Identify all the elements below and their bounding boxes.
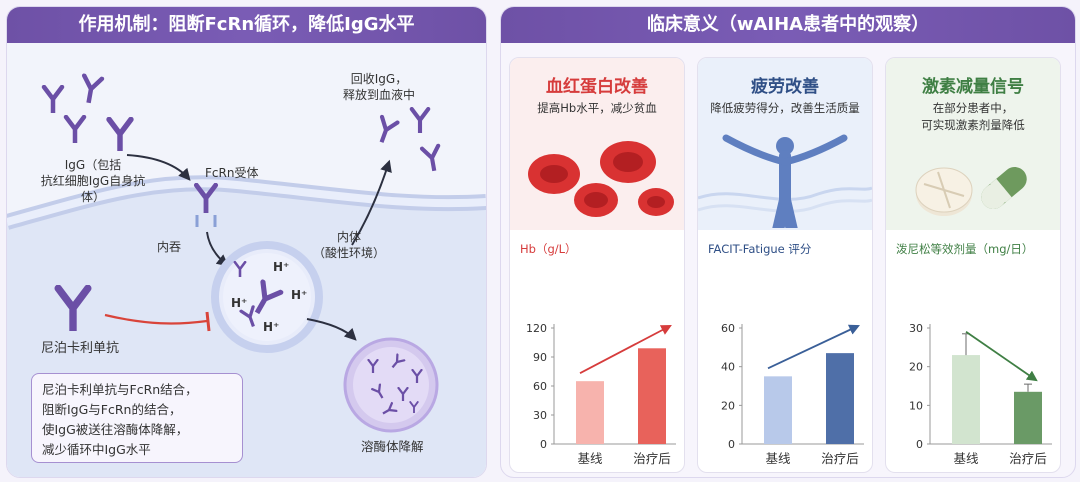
note-line: 减少循环中IgG水平 bbox=[42, 442, 151, 457]
endocytosis-label: 内吞 bbox=[157, 240, 182, 254]
fatigue-chart: 0 20 40 60 基线 治疗后 bbox=[721, 322, 864, 466]
person-arms-open-illustration bbox=[698, 134, 872, 228]
y-tick-label: 60 bbox=[533, 380, 547, 393]
card-subtitle-line: 可实现激素剂量降低 bbox=[921, 118, 1025, 132]
clinical-panel: 临床意义（wAIHA患者中的观察） 血红蛋白改善 提高Hb水平，减少贫血 Hb（… bbox=[500, 6, 1076, 478]
card-subtitle: 降低疲劳得分，改善生活质量 bbox=[698, 100, 872, 117]
y-axis-label: 泼尼松等效剂量（mg/日） bbox=[896, 242, 1034, 256]
card-illustration-area bbox=[886, 58, 1060, 230]
lysosome bbox=[343, 337, 439, 433]
trend-arrow bbox=[767, 324, 860, 370]
recycle-label: 回收IgG， 释放到血液中 bbox=[343, 71, 415, 103]
endosome-label: 内体 （酸性环境） bbox=[313, 229, 385, 261]
y-tick-label: 0 bbox=[728, 438, 735, 451]
capsule-icon bbox=[981, 167, 1027, 209]
igg-label-line-1: IgG（包括 bbox=[64, 158, 122, 172]
y-tick-label: 20 bbox=[721, 399, 735, 412]
bar bbox=[1014, 391, 1042, 444]
y-tick-label: 0 bbox=[916, 438, 923, 451]
y-axis-label: Hb（g/L） bbox=[520, 242, 577, 256]
card-title: 激素减量信号 bbox=[922, 77, 1024, 97]
fcrn-label: FcRn受体 bbox=[205, 166, 259, 180]
x-tick-label: 治疗后 bbox=[821, 451, 859, 466]
endosome-label-line-1: 内体 bbox=[337, 230, 362, 244]
proton-label: H⁺ bbox=[263, 320, 280, 334]
degradation-arrow bbox=[306, 318, 357, 341]
y-tick-label: 0 bbox=[540, 438, 547, 451]
recycle-label-line-1: 回收IgG， bbox=[350, 72, 408, 86]
fcrn-receptor bbox=[196, 185, 215, 227]
bar bbox=[576, 381, 604, 444]
y-tick-label: 30 bbox=[533, 409, 547, 422]
endosome-label-line-2: （酸性环境） bbox=[313, 246, 386, 260]
y-tick-label: 10 bbox=[909, 399, 923, 412]
bar bbox=[952, 355, 980, 444]
note-line: 尼泊卡利单抗与FcRn结合， bbox=[42, 382, 198, 397]
mechanism-panel: 作用机制：阻断FcRn循环，降低IgG水平 bbox=[6, 6, 487, 478]
y-tick-label: 30 bbox=[909, 322, 923, 335]
red-blood-cell-icon bbox=[574, 183, 618, 217]
hemoglobin-chart: 0 30 60 90 120 基线 治疗后 bbox=[526, 322, 676, 466]
card-fatigue: 疲劳改善 降低疲劳得分，改善生活质量 FACIT-Fatigue 评分 0 20 4… bbox=[697, 57, 873, 473]
bar bbox=[826, 353, 854, 444]
card-hemoglobin: 血红蛋白改善 提高Hb水平，减少贫血 Hb（g/L） 0 30 60 90 120 基线 治… bbox=[509, 57, 685, 473]
person-icon bbox=[722, 134, 848, 228]
drug-label: 尼泊卡利单抗 bbox=[41, 341, 120, 356]
y-tick-label: 120 bbox=[526, 322, 547, 335]
binding-arrow bbox=[126, 154, 191, 181]
igg-label: IgG（包括 抗红细胞IgG自身抗体） bbox=[33, 157, 153, 205]
x-tick-label: 治疗后 bbox=[633, 451, 671, 466]
mechanism-note: 尼泊卡利单抗与FcRn结合， 阻断IgG与FcRn的结合， 使IgG被送往溶酶体… bbox=[31, 373, 243, 463]
igg-label-line-2: 抗红细胞IgG自身抗体） bbox=[40, 174, 146, 204]
x-tick-label: 治疗后 bbox=[1009, 451, 1047, 466]
proton-label: H⁺ bbox=[231, 296, 248, 310]
bar bbox=[638, 348, 666, 444]
card-subtitle-line: 降低疲劳得分，改善生活质量 bbox=[710, 101, 860, 115]
proton-label: H⁺ bbox=[273, 260, 290, 274]
proton-label: H⁺ bbox=[291, 288, 308, 302]
cell-membrane bbox=[7, 175, 486, 230]
card-subtitle: 提高Hb水平，减少贫血 bbox=[510, 100, 684, 117]
wave-line bbox=[698, 186, 872, 201]
card-title: 血红蛋白改善 bbox=[546, 77, 648, 97]
red-blood-cell-icon bbox=[600, 141, 656, 183]
y-tick-label: 60 bbox=[721, 322, 735, 335]
x-tick-label: 基线 bbox=[765, 451, 791, 466]
wave-line bbox=[698, 198, 872, 213]
tablet-icon bbox=[915, 167, 973, 216]
red-blood-cell-icon bbox=[528, 154, 580, 194]
steroid-chart: 0 10 20 30 基线 治疗后 bbox=[909, 322, 1052, 466]
trend-arrow bbox=[965, 331, 1038, 382]
x-tick-label: 基线 bbox=[953, 451, 979, 466]
red-blood-cell-icon bbox=[638, 188, 674, 216]
clinical-title: 临床意义（wAIHA患者中的观察） bbox=[501, 7, 1075, 43]
pills-illustration bbox=[915, 167, 1027, 216]
recycle-arrow bbox=[351, 159, 392, 246]
card-subtitle-line: 提高Hb水平，减少贫血 bbox=[537, 101, 657, 115]
y-tick-label: 20 bbox=[909, 361, 923, 374]
card-title: 疲劳改善 bbox=[751, 77, 819, 97]
lysosome-label: 溶酶体降解 bbox=[361, 439, 424, 454]
trend-arrow bbox=[579, 324, 672, 374]
y-tick-label: 90 bbox=[533, 351, 547, 364]
note-line: 使IgG被送往溶酶体降解， bbox=[42, 422, 189, 437]
card-subtitle: 在部分患者中， 可实现激素剂量降低 bbox=[886, 100, 1060, 134]
y-tick-label: 40 bbox=[721, 361, 735, 374]
card-steroid: 激素减量信号 在部分患者中， 可实现激素剂量降低 泼尼松等效剂量（mg/日） 0… bbox=[885, 57, 1061, 473]
bar bbox=[764, 376, 792, 444]
mechanism-title: 作用机制：阻断FcRn循环，降低IgG水平 bbox=[7, 7, 486, 43]
y-axis-label: FACIT-Fatigue 评分 bbox=[708, 242, 812, 256]
inhibition-line bbox=[104, 313, 208, 325]
card-subtitle-line: 在部分患者中， bbox=[932, 101, 1014, 115]
note-line: 阻断IgG与FcRn的结合， bbox=[42, 402, 182, 417]
inhibition-bar bbox=[205, 311, 211, 332]
red-blood-cells-illustration bbox=[528, 141, 674, 217]
recycle-label-line-2: 释放到血液中 bbox=[343, 88, 416, 102]
x-tick-label: 基线 bbox=[577, 451, 603, 466]
